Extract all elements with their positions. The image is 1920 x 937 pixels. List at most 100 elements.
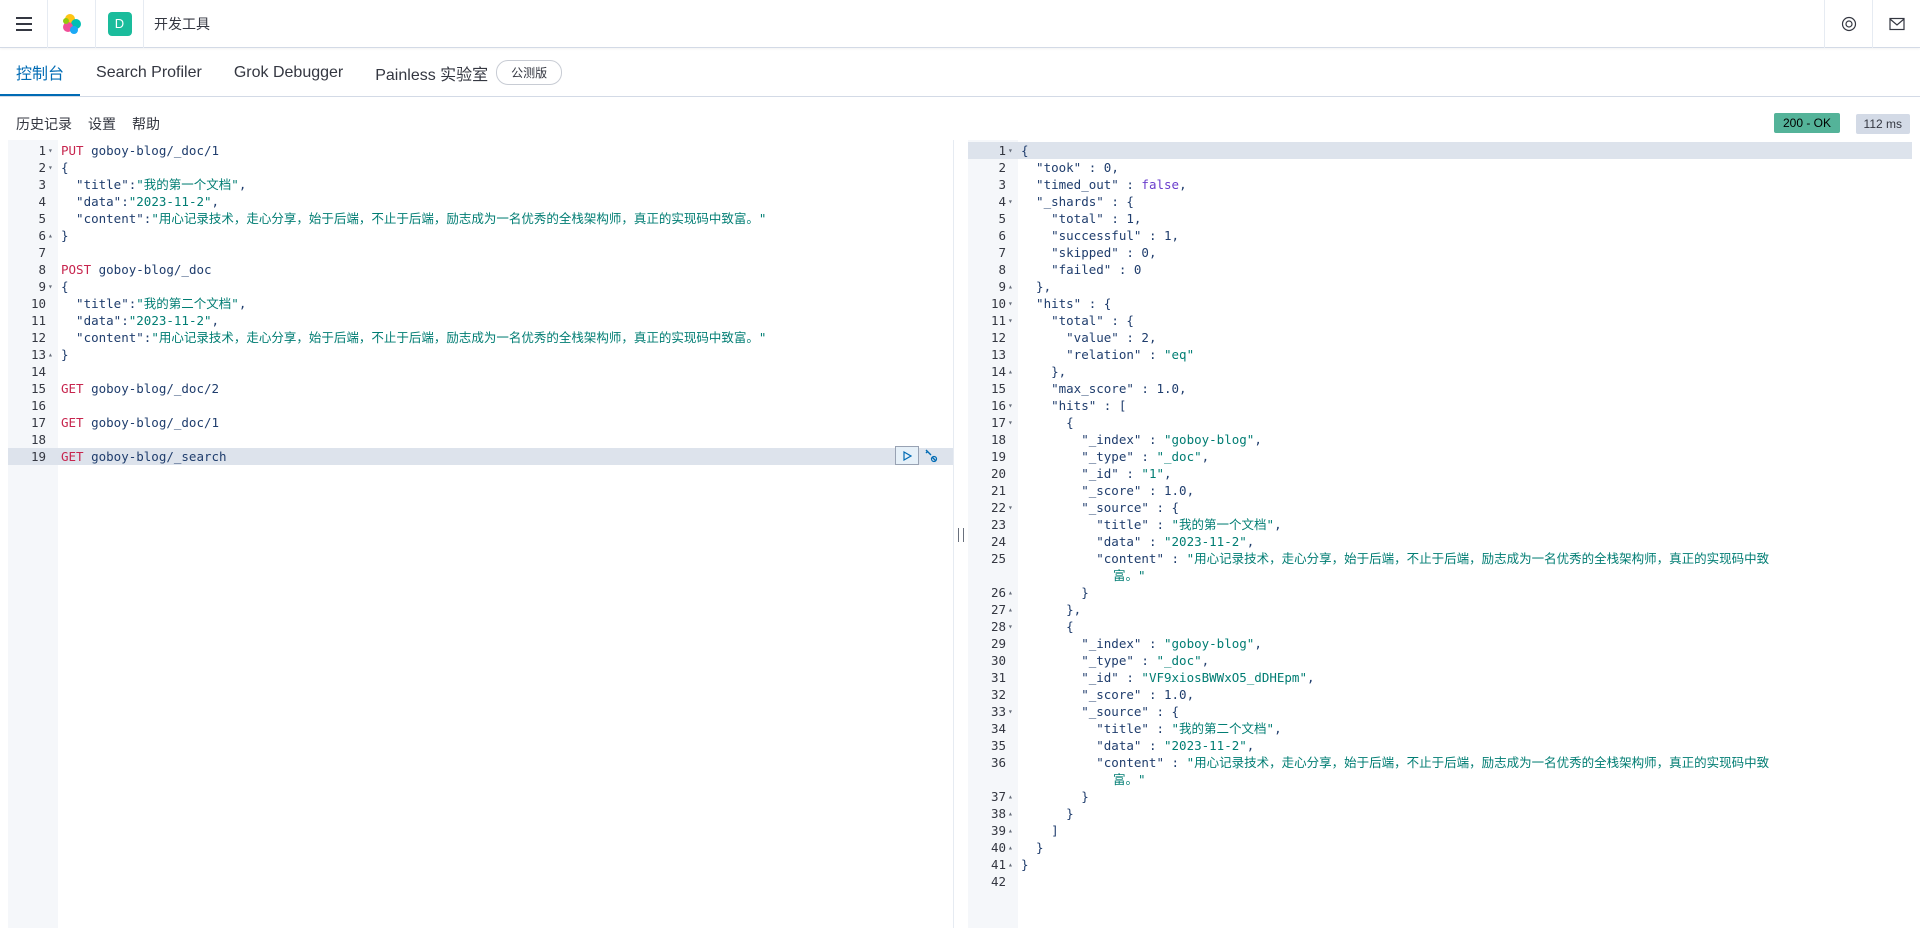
help-link[interactable]: 帮助 — [132, 116, 160, 132]
response-line: 36 "content" : "用心记录技术，走心分享，始于后端，不止于后端，励… — [968, 754, 1912, 771]
tab-painless-lab[interactable]: Painless 实验室 公测版 — [359, 49, 578, 96]
code-text: }, — [1021, 278, 1051, 295]
code-token: : — [1141, 636, 1164, 651]
request-line: 15 GET goboy-blog/_doc/2 — [8, 380, 953, 397]
code-text: }, — [1021, 601, 1081, 618]
code-token: "content" — [1021, 755, 1164, 770]
home-logo-link[interactable] — [48, 0, 96, 48]
code-token: "data" — [61, 313, 122, 328]
fold-toggle-icon[interactable]: ▴ — [48, 231, 53, 240]
code-text: { — [61, 278, 69, 295]
code-text: "_source" : { — [1021, 499, 1179, 516]
code-text: GET goboy-blog/_doc/2 — [61, 380, 219, 397]
fold-toggle-icon[interactable]: ▴ — [1008, 826, 1013, 835]
code-token: } — [1021, 840, 1044, 855]
request-line: 13▴} — [8, 346, 953, 363]
request-line: 9▾ { — [8, 278, 953, 295]
code-token: : — [1148, 517, 1172, 532]
response-line: 6 "successful" : 1, — [968, 227, 1912, 244]
code-token: , — [1307, 670, 1315, 685]
fold-toggle-icon[interactable]: ▴ — [1008, 792, 1013, 801]
fold-toggle-icon[interactable]: ▾ — [1008, 622, 1013, 631]
line-number: 24 — [990, 534, 1006, 549]
response-line: 10▾ "hits" : { — [968, 295, 1912, 312]
code-text: "value" : 2, — [1021, 329, 1156, 346]
code-text: "took" : 0, — [1021, 159, 1119, 176]
code-token: , — [211, 194, 220, 209]
code-text: PUT goboy-blog/_doc/1 — [61, 142, 219, 159]
space-selector-button[interactable]: D — [96, 0, 144, 48]
fold-toggle-icon[interactable]: ▴ — [1008, 860, 1013, 869]
code-text: "successful" : 1, — [1021, 227, 1179, 244]
fold-toggle-icon[interactable]: ▾ — [1008, 503, 1013, 512]
fold-toggle-icon[interactable]: ▾ — [1008, 707, 1013, 716]
code-token: goboy-blog/_search — [83, 449, 227, 464]
code-token: "data" — [1021, 738, 1142, 753]
code-token: "content" — [61, 330, 144, 345]
code-text: "content":"用心记录技术，走心分享，始于后端，不止于后端，励志成为一名… — [61, 210, 766, 227]
code-token: : — [128, 177, 137, 192]
fold-toggle-icon[interactable]: ▾ — [48, 282, 53, 291]
response-line: 26▴ } — [968, 584, 1912, 601]
help-menu-button[interactable] — [1824, 0, 1872, 48]
fold-toggle-icon[interactable]: ▾ — [1008, 418, 1013, 427]
line-number: 8 — [38, 262, 46, 277]
response-line: 24 "data" : "2023-11-2", — [968, 533, 1912, 550]
line-number: 15 — [30, 381, 46, 396]
fold-toggle-icon[interactable]: ▾ — [1008, 146, 1013, 155]
tab-grok-debugger[interactable]: Grok Debugger — [233, 63, 344, 81]
elastic-logo-icon — [62, 13, 81, 34]
code-token: : — [1118, 670, 1142, 685]
line-number: 16 — [30, 398, 46, 413]
code-token: : — [1133, 653, 1157, 668]
fold-toggle-icon[interactable]: ▴ — [1008, 588, 1013, 597]
code-text: "hits" : [ — [1021, 397, 1126, 414]
line-number: 4 — [998, 194, 1006, 209]
code-token: 2 — [1141, 330, 1149, 345]
code-token: "_doc" — [1156, 653, 1202, 668]
fold-toggle-icon[interactable]: ▾ — [1008, 197, 1013, 206]
response-status-badge: 200 - OK — [1773, 113, 1840, 133]
history-link[interactable]: 历史记录 — [16, 116, 72, 132]
response-line: 18 "_index" : "goboy-blog", — [968, 431, 1912, 448]
wrench-icon[interactable] — [923, 448, 939, 464]
code-token: "content" — [1021, 551, 1164, 566]
send-request-button[interactable] — [895, 446, 919, 465]
pane-resize-handle[interactable] — [958, 528, 964, 542]
fold-toggle-icon[interactable]: ▴ — [1008, 367, 1013, 376]
settings-link[interactable]: 设置 — [88, 116, 116, 132]
code-token: "hits" — [1021, 296, 1082, 311]
code-token: "value" — [1021, 330, 1119, 345]
newsfeed-button[interactable] — [1872, 0, 1920, 48]
fold-toggle-icon[interactable]: ▾ — [48, 163, 53, 172]
code-token: "total" — [1021, 313, 1104, 328]
code-token: "total" — [1021, 211, 1104, 226]
response-output[interactable]: 1▾{2 "took" : 0,3 "timed_out" : false,4▾… — [968, 140, 1912, 928]
fold-toggle-icon[interactable]: ▴ — [1008, 843, 1013, 852]
header-actions — [1824, 0, 1920, 48]
tab-console[interactable]: 控制台 — [0, 49, 81, 96]
fold-toggle-icon[interactable]: ▾ — [1008, 316, 1013, 325]
code-token: , — [1171, 228, 1180, 243]
code-token: , — [1111, 160, 1119, 175]
line-number: 29 — [990, 636, 1006, 651]
fold-toggle-icon[interactable]: ▾ — [1008, 299, 1013, 308]
code-token: : — [1133, 381, 1157, 396]
code-token: 0 — [1141, 245, 1149, 260]
code-token: ] — [1021, 823, 1059, 838]
fold-toggle-icon[interactable]: ▴ — [1008, 605, 1013, 614]
line-number: 9 — [38, 279, 46, 294]
code-text: "skipped" : 0, — [1021, 244, 1156, 261]
code-text: "_type" : "_doc", — [1021, 448, 1209, 465]
fold-toggle-icon[interactable]: ▾ — [1008, 401, 1013, 410]
fold-toggle-icon[interactable]: ▴ — [48, 350, 53, 359]
line-number: 40 — [990, 840, 1006, 855]
fold-toggle-icon[interactable]: ▴ — [1008, 809, 1013, 818]
menu-button[interactable] — [0, 0, 48, 48]
tab-search-profiler[interactable]: Search Profiler — [96, 63, 202, 81]
code-token: "title" — [1021, 517, 1149, 532]
fold-toggle-icon[interactable]: ▾ — [48, 146, 53, 155]
code-token: 1.0 — [1164, 483, 1187, 498]
fold-toggle-icon[interactable]: ▴ — [1008, 282, 1013, 291]
